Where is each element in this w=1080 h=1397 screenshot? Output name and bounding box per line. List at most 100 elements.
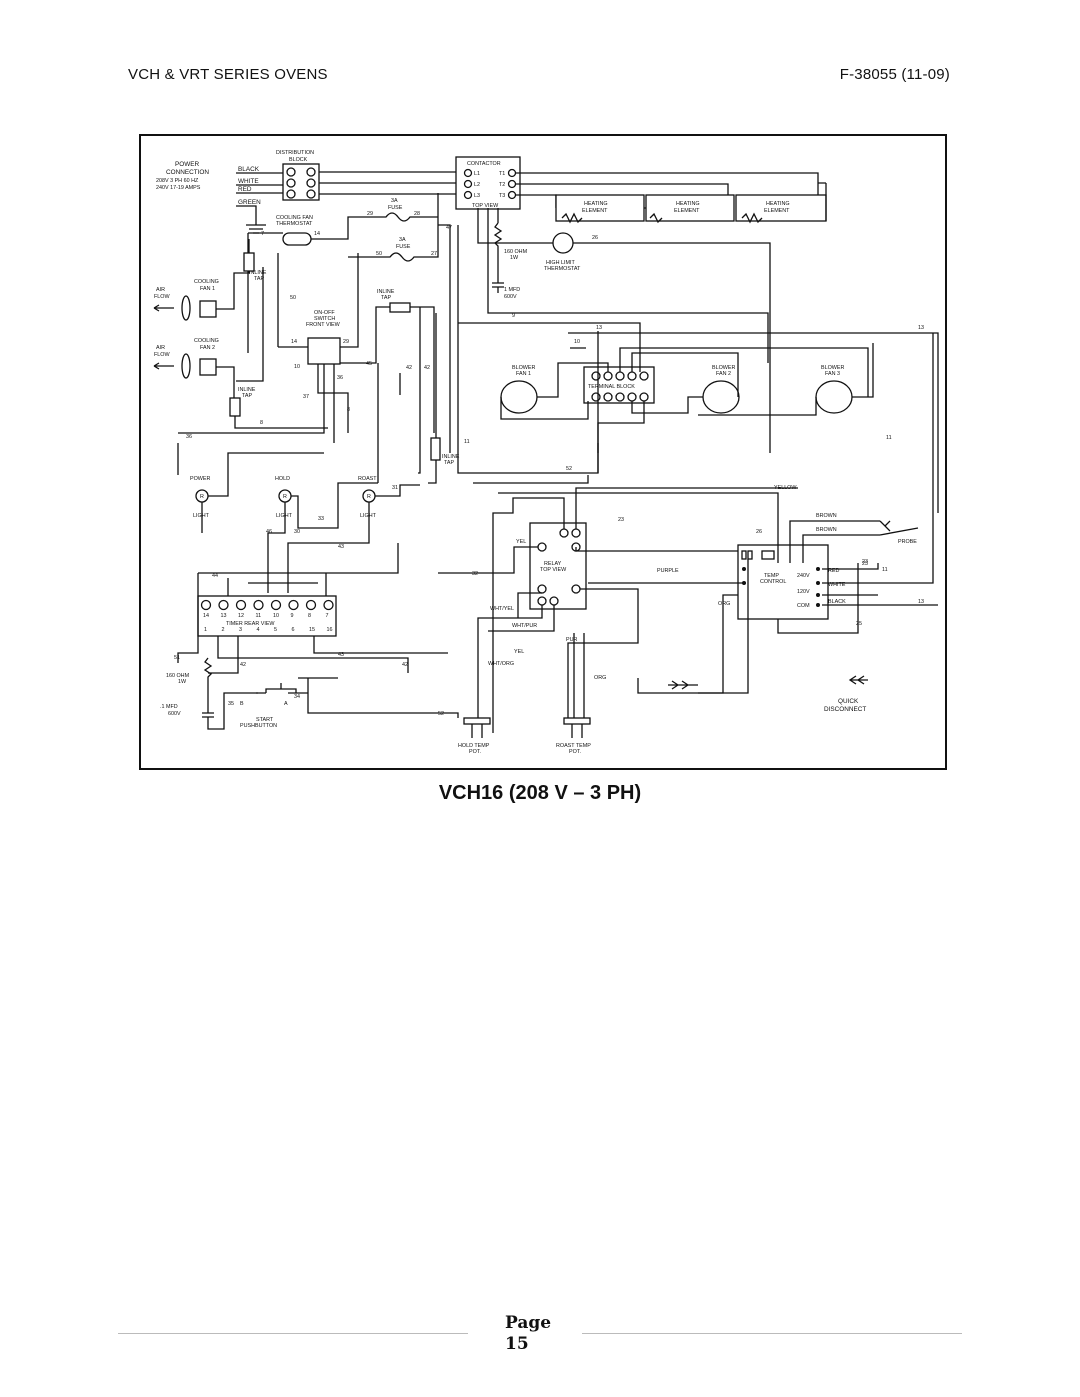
resistor-160-watt: 1W — [510, 255, 519, 261]
timer-terminal-bottom-number: 4 — [257, 627, 260, 633]
wire-number-label: 30 — [294, 529, 300, 535]
wire-white-label-temp: WHITE — [828, 582, 846, 588]
temp-control: TEMP CONTROL 240V 120V COM YELLOW BROWN … — [498, 333, 938, 694]
airflow-1-label: AIR — [156, 287, 165, 293]
fuse-1-label: FUSE — [388, 205, 403, 211]
timer-terminal-bottom-number: 15 — [309, 627, 315, 633]
wire-red-label: RED — [238, 186, 252, 193]
footer-rule-right — [582, 1333, 962, 1334]
wire-number-label: 11 — [882, 567, 888, 573]
roast-light-label: ROAST — [358, 476, 377, 482]
contactor-l1: L1 — [474, 171, 480, 177]
blower-fan-3-label: BLOWER — [821, 365, 844, 371]
terminal-block-label: TERMINAL BLOCK — [588, 384, 635, 390]
timer-terminal-bottom-number: 16 — [327, 627, 333, 633]
blower-fan-1-label: BLOWER — [512, 365, 535, 371]
power-light-label: POWER — [190, 476, 210, 482]
blower-fan-1-label2: FAN 1 — [516, 371, 531, 377]
temp-control-com: COM — [797, 603, 810, 609]
wire-number-label: 8 — [260, 420, 263, 426]
wire-number-label: 43 — [338, 544, 344, 550]
footer-rule-left — [118, 1333, 468, 1334]
capacitor-2-label: .1 MFD — [160, 704, 178, 710]
on-off-switch: ON-OFF SWITCH FRONT VIEW INLINE TAP — [178, 253, 435, 483]
capacitor-1-label: 1 MFD — [504, 287, 520, 293]
roast-light-r: R — [367, 494, 371, 500]
start-label: START — [256, 717, 274, 723]
wire-number-label: 52 — [566, 466, 572, 472]
wire-number-label: 13 — [918, 599, 924, 605]
fuse-1-rating: 3A — [391, 198, 398, 204]
inline-tap-3-label: INLINE — [377, 289, 395, 295]
wire-number-label: 14 — [314, 231, 320, 237]
contactor-t1: T1 — [499, 171, 505, 177]
inline-tap-2-label2: TAP — [242, 393, 252, 399]
contactor-t2: T2 — [499, 182, 505, 188]
airflow-2-label: AIR — [156, 345, 165, 351]
wire-whtyel-label: WHT/YEL — [490, 606, 514, 612]
temp-control-label: TEMP — [764, 573, 779, 579]
resistor-160b-label: 160 OHM — [166, 673, 190, 679]
document-header-title: VCH & VRT SERIES OVENS — [128, 66, 328, 83]
timer-terminal-bottom-number: 6 — [292, 627, 295, 633]
wire-yel-label-relay: YEL — [516, 539, 526, 545]
distribution-block-label: DISTRIBUTION — [276, 150, 314, 156]
wire-number-label: 9 — [512, 313, 515, 319]
pushbutton-label: PUSHBUTTON — [240, 723, 277, 729]
wire-number-label: 11 — [886, 435, 892, 441]
wire-number-label: 13 — [918, 325, 924, 331]
inline-tap-4-label2: TAP — [444, 460, 454, 466]
timer-terminal-bottom-number: 1 — [204, 627, 207, 633]
contactor-top-view: TOP VIEW — [472, 203, 499, 209]
fuses-and-thermostat: COOLING FAN THERMOSTAT 3A FUSE 3A FUSE — [247, 193, 451, 453]
roast-temp-pot-word: POT. — [569, 749, 581, 755]
temperature-pots: HOLD TEMP POT. ROAST TEMP POT. — [458, 633, 591, 755]
wire-number-label: 47 — [446, 225, 452, 231]
timer-terminal-top-number: 12 — [238, 613, 244, 619]
wire-white-label: WHITE — [238, 178, 259, 185]
power-connection: POWER CONNECTION 208V 3 PH 60 HZ 240V 17… — [156, 150, 458, 234]
high-limit-label2: THERMOSTAT — [544, 266, 581, 272]
page-number: Page 15 — [505, 1313, 565, 1355]
wire-number-label: 23 — [862, 559, 868, 565]
timer-terminal-bottom-number: 2 — [222, 627, 225, 633]
contactor-l3: L3 — [474, 193, 480, 199]
wire-pur-label: PUR — [566, 637, 577, 643]
roast-light-word: LIGHT — [360, 513, 377, 519]
blower-fan-2-label: BLOWER — [712, 365, 735, 371]
blower-fan-3-label2: FAN 3 — [825, 371, 840, 377]
distribution-block-label2: BLOCK — [289, 157, 308, 163]
timer-label: TIMER REAR VIEW — [226, 621, 275, 627]
cooling-fan-2-label: COOLING — [194, 338, 219, 344]
timer-terminal-top-number: 14 — [203, 613, 209, 619]
wire-number-label: 50 — [376, 251, 382, 257]
wire-whtorg-label: WHT/ORG — [488, 661, 514, 667]
timer-terminal — [323, 599, 334, 611]
temp-control-240v: 240V — [797, 573, 810, 579]
wire-number-label: 45 — [366, 361, 372, 367]
inline-tap-1-label2: TAP — [254, 276, 264, 282]
wire-red-label-temp: RED — [828, 568, 839, 574]
timer-terminal-top-number: 7 — [326, 613, 329, 619]
power-light-r: R — [200, 494, 204, 500]
hold-temp-pot-word: POT. — [469, 749, 481, 755]
heating-elements: HEATING ELEMENT HEATING ELEMENT HEATING … — [555, 182, 827, 224]
wire-number-label: 42 — [424, 365, 430, 371]
quick-disconnect-label: QUICK — [838, 698, 859, 705]
wire-number-label: 26 — [756, 529, 762, 535]
wire-number-label: 25 — [856, 621, 862, 627]
blower-fan-2-label2: FAN 2 — [716, 371, 731, 377]
wire-org-label-2: ORG — [594, 675, 606, 681]
hold-temp-pot-label: HOLD TEMP — [458, 743, 490, 749]
wire-number-label: 13 — [596, 325, 602, 331]
wire-number-label: 11 — [464, 439, 470, 445]
wire-whtpur-label: WHT/PUR — [512, 623, 537, 629]
wire-number-label: 28 — [414, 211, 420, 217]
wire-brown-label-2: BROWN — [816, 527, 837, 533]
power-spec-amps: 240V 17-19 AMPS — [156, 185, 201, 191]
wire-number-label: 31 — [392, 485, 398, 491]
contactor-l2: L2 — [474, 182, 480, 188]
wire-number-label: 32 — [472, 571, 478, 577]
wire-brown-label-1: BROWN — [816, 513, 837, 519]
